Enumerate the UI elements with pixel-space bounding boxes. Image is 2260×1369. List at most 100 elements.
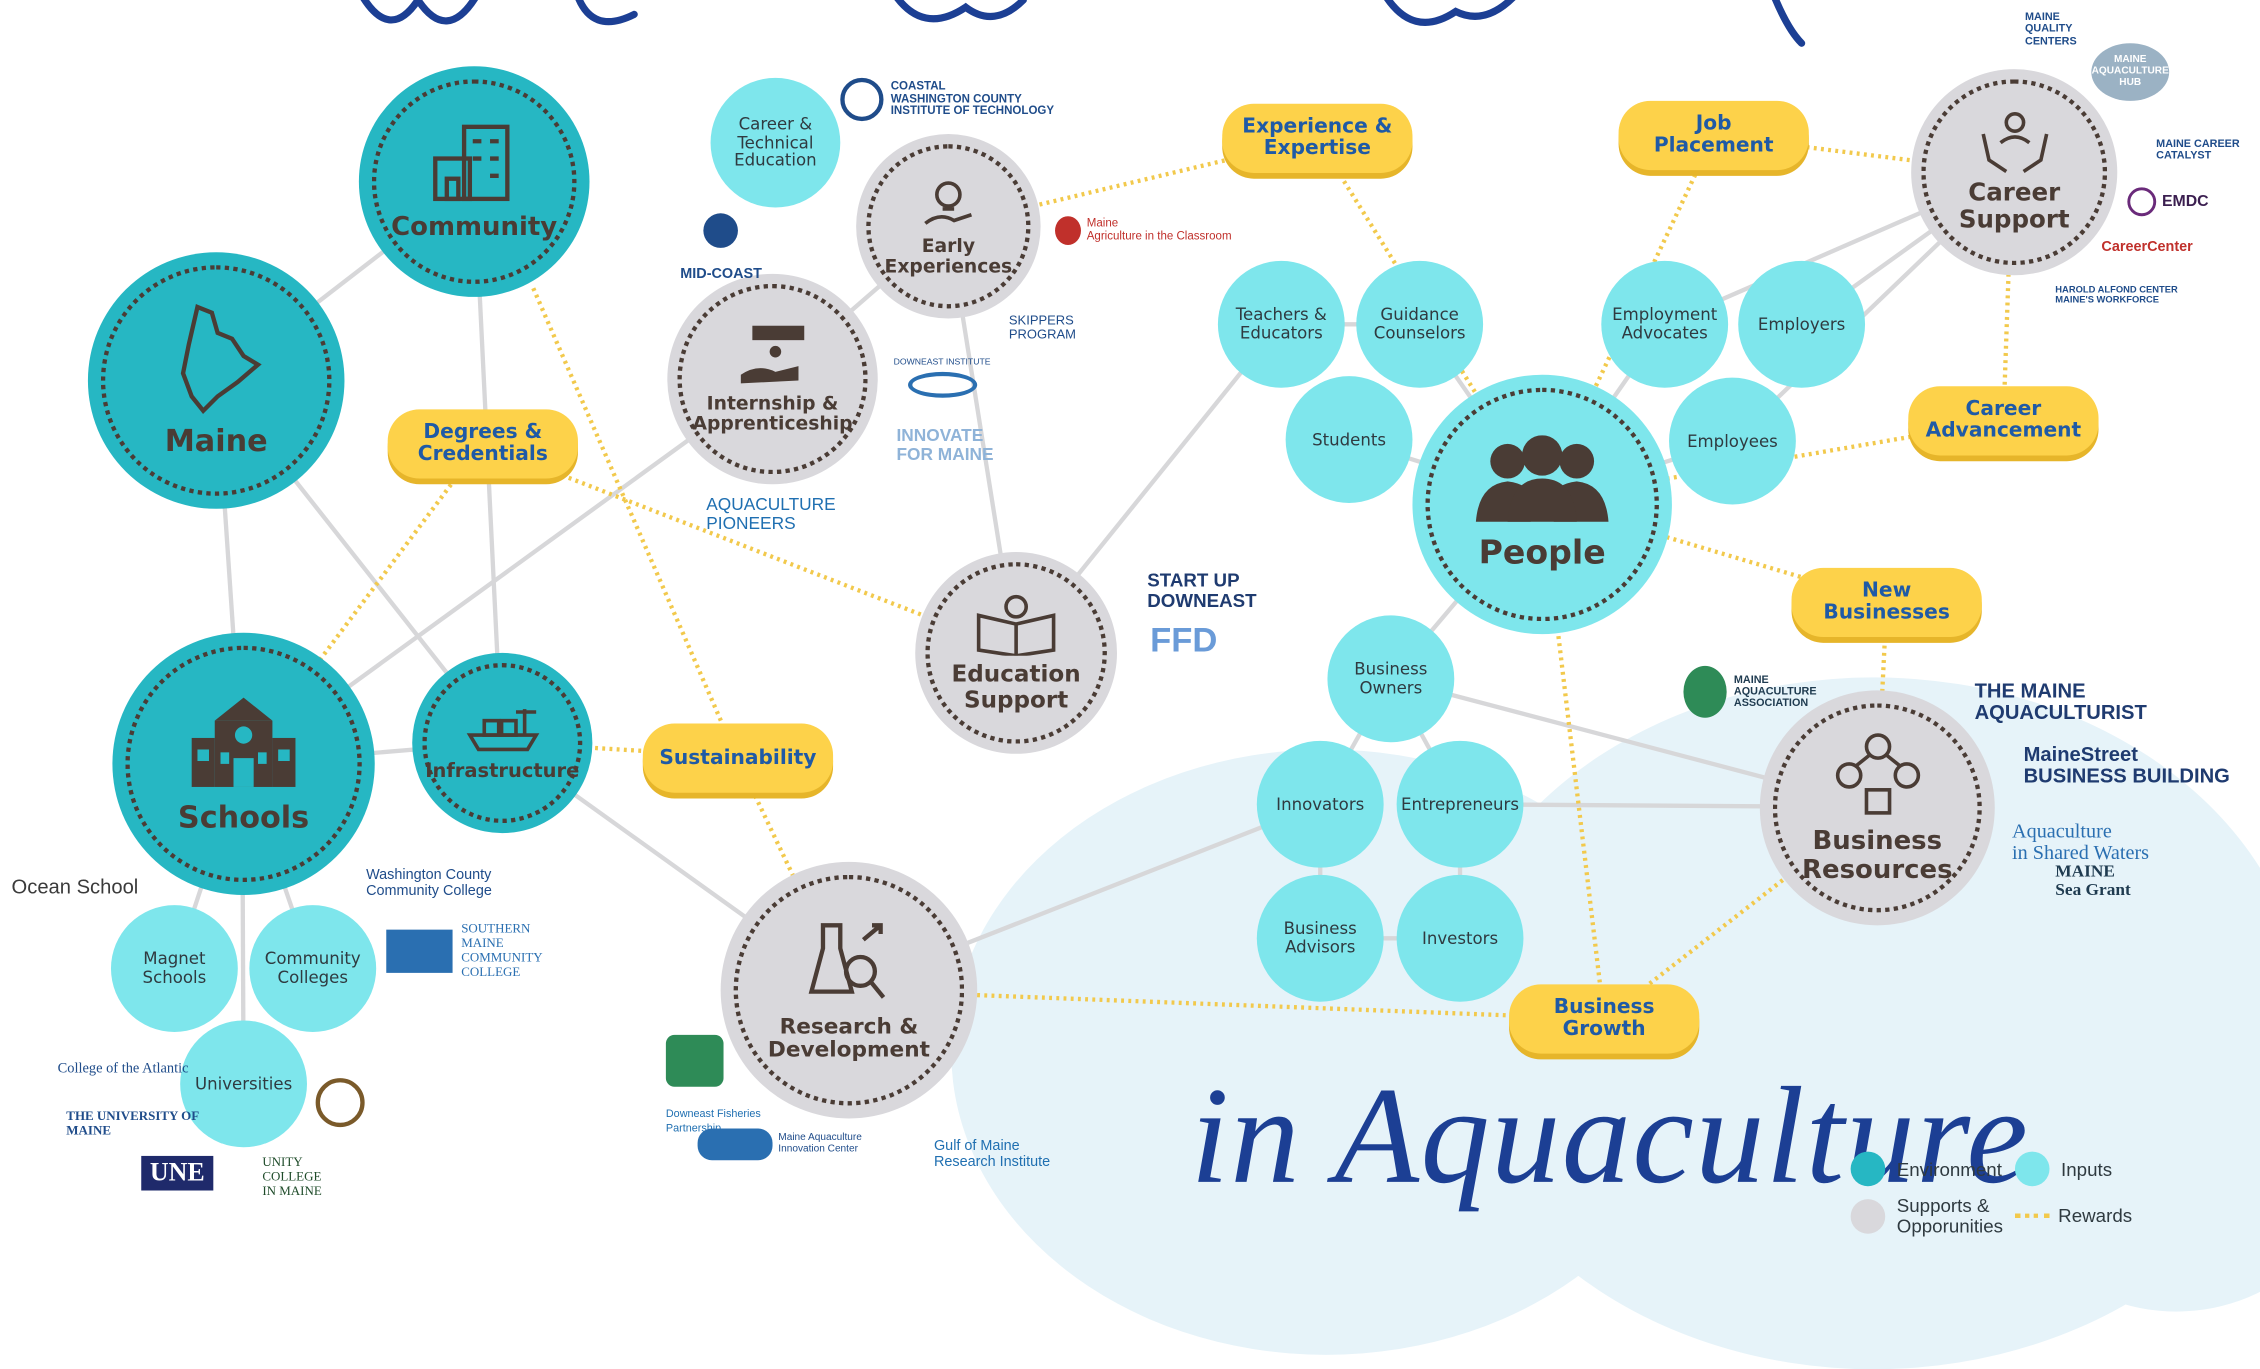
node-label: Innovators	[1276, 793, 1365, 814]
legend-label: Environment	[1896, 1158, 2002, 1180]
node-early-experiences: Early Experiences	[856, 134, 1041, 319]
node-label: Career Support	[1958, 178, 2070, 235]
careercenter-logo: CareerCenter	[2101, 239, 2193, 256]
node-label: Community	[391, 212, 558, 243]
node-employment-advocates: Employment Advocates	[1601, 260, 1729, 388]
maic-logo: Maine Aquaculture Innovation Center	[697, 1128, 862, 1161]
node-magnet-schools: Magnet Schools	[110, 905, 238, 1032]
legend-label: Supports & Opporunities	[1896, 1194, 2004, 1237]
shared-waters-logo: Aquaculture in Shared Waters	[2012, 821, 2150, 866]
node-employees: Employees	[1669, 377, 1796, 505]
node-entrepreneurs: Entrepreneurs	[1396, 740, 1524, 868]
aquaculturist-logo: THE MAINE AQUACULTURIST	[1974, 678, 2147, 725]
ship-icon	[465, 709, 539, 752]
innovate-logo: INNOVATE FOR MAINE	[896, 425, 994, 465]
reward-experience: Experience & Expertise	[1222, 103, 1413, 173]
reward-sustainability: Sustainability	[642, 723, 834, 793]
legend-swatch-dotted	[2014, 1213, 2050, 1218]
node-label: Teachers & Educators	[1235, 304, 1327, 344]
house-waves-icon	[665, 1034, 724, 1087]
node-investors: Investors	[1396, 874, 1524, 1002]
node-teachers: Teachers & Educators	[1217, 260, 1345, 388]
logo-text: SOUTHERN MAINE COMMUNITY COLLEGE	[461, 920, 543, 979]
node-business-advisors: Business Advisors	[1256, 874, 1384, 1002]
logo-text: DOWNEAST INSTITUTE	[893, 358, 991, 368]
business-icons-icon	[1835, 732, 1920, 815]
coa-logo: College of the Atlantic	[57, 1060, 189, 1077]
legend-supports: Supports & Opporunities	[1850, 1194, 2004, 1237]
umaine-logo: THE UNIVERSITY OF MAINE	[66, 1108, 200, 1138]
midcoast-logo: MID-COAST	[680, 199, 762, 282]
node-innovators: Innovators	[1256, 740, 1384, 868]
logo-text: Maine Agriculture in the Classroom	[1086, 216, 1232, 243]
node-employers: Employers	[1738, 260, 1866, 388]
legend-inputs: Inputs	[2014, 1151, 2113, 1187]
node-label: Schools	[177, 800, 310, 836]
alfond-center-logo: HAROLD ALFOND CENTER MAINE'S WORKFORCE	[2055, 285, 2178, 306]
node-label: Career & Technical Education	[734, 113, 817, 171]
legend-rewards: Rewards	[2014, 1204, 2133, 1227]
node-label: Business Owners	[1354, 659, 1428, 698]
emdc-logo: EMDC	[2127, 187, 2209, 217]
mainestreet-logo: MaineStreet BUSINESS BUILDING	[2023, 742, 2230, 788]
node-label: Internship & Apprenticeship	[692, 393, 853, 436]
legend-swatch	[2014, 1151, 2050, 1187]
node-label: Employment Advocates	[1612, 304, 1718, 344]
ship-wheel-icon	[840, 77, 884, 122]
bird-icon	[703, 213, 739, 248]
skippers-logo: SKIPPERS PROGRAM	[1008, 312, 1076, 342]
node-people: People	[1412, 374, 1672, 635]
node-community: Community	[358, 66, 590, 297]
node-label: Students	[1312, 429, 1386, 450]
node-infrastructure: Infrastructure	[412, 652, 593, 834]
startup-downeast-logo: START UP DOWNEAST	[1147, 569, 1257, 612]
mqc-logo: MAINE QUALITY CENTERS	[2025, 10, 2077, 47]
node-label: Universities	[194, 1073, 293, 1094]
node-label: Employers	[1757, 313, 1846, 334]
node-label: Entrepreneurs	[1401, 793, 1520, 814]
node-business-resources: Business Resources	[1759, 690, 1995, 926]
legend-label: Inputs	[2061, 1158, 2113, 1180]
maa-leaf-icon	[1683, 665, 1727, 718]
node-label: Research & Development	[767, 1012, 930, 1063]
reward-degrees: Degrees & Credentials	[387, 409, 578, 479]
downeast-institute-logo: DOWNEAST INSTITUTE	[894, 340, 991, 412]
legend-label: Rewards	[2058, 1204, 2133, 1227]
node-label: Magnet Schools	[142, 948, 207, 988]
maine-hub-logo: MAINE AQUACULTURE HUB	[2091, 43, 2170, 101]
wave-icon	[907, 371, 977, 398]
node-label: People	[1478, 535, 1606, 573]
coastal-washington-logo: COASTAL WASHINGTON COUNTY INSTITUTE OF T…	[840, 77, 1054, 122]
school-building-icon	[191, 698, 296, 788]
title-script-top	[360, 0, 1806, 47]
node-guidance: Guidance Counselors	[1356, 260, 1484, 388]
diagram-canvas: Community Maine Schools Infrastructure E…	[11, 0, 2260, 1369]
node-label: Investors	[1421, 927, 1499, 948]
pioneers-logo: AQUACULTURE PIONEERS	[706, 494, 836, 534]
reward-new-businesses: New Businesses	[1791, 567, 1982, 638]
logo-text: MAINE AQUACULTURE HUB	[2091, 55, 2169, 88]
ocean-school-logo: Ocean School	[11, 874, 139, 898]
node-students: Students	[1285, 376, 1413, 504]
node-maine: Maine	[87, 252, 345, 509]
node-label: Infrastructure	[425, 759, 580, 783]
node-community-colleges: Community Colleges	[249, 905, 377, 1032]
logo-text: MAINE AQUACULTURE ASSOCIATION	[1733, 672, 1817, 710]
lightbulb-hand-icon	[924, 180, 973, 225]
unity-logo: UNITY COLLEGE IN MAINE	[262, 1154, 322, 1198]
maic-fish-icon	[697, 1128, 773, 1161]
ffd-logo: FFD	[1150, 621, 1218, 661]
emdc-circle-icon	[2127, 187, 2157, 217]
node-career-support: Career Support	[1911, 69, 2118, 276]
wccc-logo: Washington County Community College	[366, 867, 492, 900]
node-education-support: Education Support	[915, 552, 1118, 754]
flask-magnifier-icon	[808, 922, 886, 999]
bottom-title: in Aquaculture	[1190, 1057, 2030, 1213]
logo-text: Downeast Fisheries Partnership	[665, 1106, 761, 1134]
maine-map-icon	[180, 304, 262, 415]
node-label: Employees	[1687, 430, 1778, 451]
buildings-icon	[433, 124, 510, 202]
node-career-technical: Career & Technical Education	[710, 77, 841, 208]
node-business-owners: Business Owners	[1327, 615, 1455, 743]
node-universities: Universities	[180, 1020, 307, 1148]
